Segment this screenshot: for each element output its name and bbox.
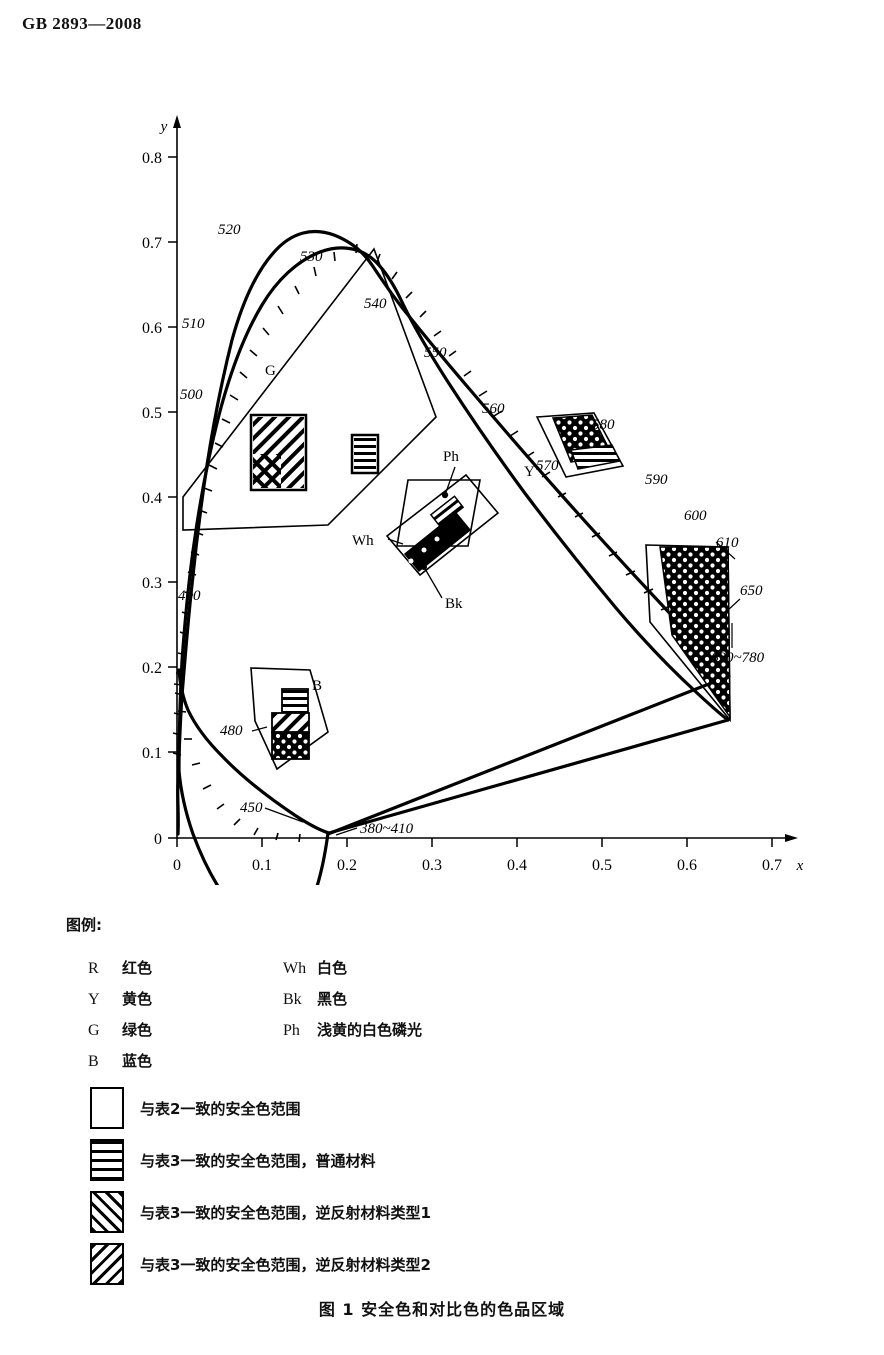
- wavelength-label-500: 500: [180, 387, 203, 403]
- locus-blue-arm: [177, 668, 331, 835]
- abbr-value: 黄色: [122, 990, 153, 1008]
- x-tick-label: 0: [173, 857, 181, 874]
- pattern-legend-list: 与表2一致的安全色范围 与表3一致的安全色范围，普通材料 与表3一致的安全色范围…: [90, 1082, 431, 1290]
- region-green: G: [182, 247, 437, 531]
- y-tick-label: 0.3: [142, 575, 162, 592]
- table-row: B 蓝色: [88, 1045, 548, 1076]
- x-tick-label: 0.7: [762, 857, 782, 874]
- wavelength-label-690-780: 690~780: [711, 650, 765, 666]
- abbr-key: R: [88, 960, 99, 977]
- region-red: R: [645, 544, 731, 723]
- table-row: R 红色 Wh 白色: [88, 952, 548, 983]
- abbr-key: B: [88, 1053, 99, 1070]
- purple-line: [328, 718, 729, 835]
- chromaticity-diagram: 0 0.1 0.2 0.3 0.4 0.5 0.6 0.7 0.8 0 0.1 …: [0, 95, 884, 885]
- abbr-key: Bk: [283, 991, 302, 1008]
- wavelength-label-490: 490: [178, 588, 201, 604]
- locus: [177, 246, 730, 773]
- region-label-b: B: [312, 678, 322, 694]
- locus-violet-arm: [177, 769, 330, 885]
- abbr-value: 黑色: [317, 990, 348, 1008]
- region-blue: B: [250, 667, 329, 771]
- abbr-value: 蓝色: [122, 1052, 153, 1070]
- region-yellow: Y: [524, 412, 625, 480]
- abbr-key: G: [88, 1022, 100, 1039]
- wavelength-label-550: 550: [424, 345, 447, 361]
- abbr-value: 红色: [122, 959, 153, 977]
- wavelength-label-650: 650: [740, 583, 763, 599]
- wavelength-label-570: 570: [536, 458, 559, 474]
- wavelength-leaders: [251, 541, 741, 836]
- region-label-g: G: [265, 363, 276, 379]
- wavelength-label-450: 450: [240, 800, 263, 816]
- y-tick-label: 0.8: [142, 150, 162, 167]
- x-tick-label: 0.2: [337, 857, 357, 874]
- standard-code-header: GB 2893—2008: [22, 14, 142, 33]
- wavelength-label-520: 520: [218, 222, 241, 238]
- abbr-key: Ph: [283, 1022, 300, 1039]
- table-row: G 绿色 Ph 浅黄的白色磷光: [88, 1014, 548, 1045]
- pattern-legend-text: 与表3一致的安全色范围，逆反射材料类型1: [140, 1203, 431, 1222]
- swatch-diagonal1-icon: [90, 1191, 124, 1233]
- wavelength-label-530: 530: [300, 249, 323, 265]
- abbr-key: Wh: [283, 960, 307, 977]
- figure-caption: 图 1 安全色和对比色的色品区域: [318, 1300, 566, 1319]
- region-label-ph: Ph: [443, 449, 459, 465]
- y-axis-tick-labels: 0 0.1 0.2 0.3 0.4 0.5 0.6 0.7 0.8: [142, 150, 162, 848]
- y-axis-name: y: [159, 119, 168, 135]
- y-tick-label: 0.7: [142, 235, 162, 252]
- wavelength-label-600: 600: [684, 508, 707, 524]
- x-tick-label: 0.3: [422, 857, 442, 874]
- swatch-diagonal2-icon: [90, 1243, 124, 1285]
- wavelength-label-590: 590: [645, 472, 668, 488]
- chart-svg: 0 0.1 0.2 0.3 0.4 0.5 0.6 0.7 0.8 0 0.1 …: [142, 115, 804, 885]
- wavelength-label-580: 580: [592, 417, 615, 433]
- list-item: 与表3一致的安全色范围，逆反射材料类型2: [90, 1238, 431, 1290]
- x-tick-label: 0.5: [592, 857, 612, 874]
- x-axis-name: x: [796, 858, 804, 874]
- wavelength-label-380-410: 380~410: [359, 821, 414, 837]
- x-tick-label: 0.6: [677, 857, 697, 874]
- region-phosphor: Ph: [396, 449, 481, 547]
- x-tick-label: 0.1: [252, 857, 272, 874]
- region-label-wh: Wh: [352, 533, 374, 549]
- wavelength-label-540: 540: [364, 296, 387, 312]
- wavelength-label-510: 510: [182, 316, 205, 332]
- pattern-legend-text: 与表3一致的安全色范围，普通材料: [140, 1151, 376, 1170]
- abbr-value: 浅黄的白色磷光: [317, 1021, 423, 1039]
- y-tick-label: 0.1: [142, 745, 162, 762]
- swatch-horizontal-icon: [90, 1139, 124, 1181]
- wavelength-label-610: 610: [716, 535, 739, 551]
- wavelength-label-560: 560: [482, 401, 505, 417]
- abbr-key: Y: [88, 991, 100, 1008]
- abbreviation-table: R 红色 Wh 白色 Y 黄色 Bk 黑色: [88, 952, 548, 1076]
- y-tick-label: 0.2: [142, 660, 162, 677]
- x-axis-ticks: [176, 838, 773, 847]
- abbr-value: 绿色: [122, 1021, 153, 1039]
- table-row: Y 黄色 Bk 黑色: [88, 983, 548, 1014]
- list-item: 与表2一致的安全色范围: [90, 1082, 431, 1134]
- y-tick-label: 0.6: [142, 320, 162, 337]
- y-tick-label: 0.4: [142, 490, 162, 507]
- x-axis-tick-labels: 0 0.1 0.2 0.3 0.4 0.5 0.6 0.7: [173, 857, 782, 874]
- y-axis-ticks: [168, 156, 177, 839]
- y-tick-label: 0: [154, 831, 162, 848]
- region-label-y: Y: [524, 464, 535, 480]
- region-white-black: Wh Bk: [352, 473, 500, 612]
- list-item: 与表3一致的安全色范围，逆反射材料类型1: [90, 1186, 431, 1238]
- legend-title: 图例:: [66, 916, 102, 934]
- pattern-legend-text: 与表2一致的安全色范围: [140, 1099, 301, 1118]
- abbr-value: 白色: [317, 959, 348, 977]
- y-tick-label: 0.5: [142, 405, 162, 422]
- pattern-legend-text: 与表3一致的安全色范围，逆反射材料类型2: [140, 1255, 431, 1274]
- list-item: 与表3一致的安全色范围，普通材料: [90, 1134, 431, 1186]
- x-tick-label: 0.4: [507, 857, 527, 874]
- wavelength-label-480: 480: [220, 723, 243, 739]
- region-label-bk: Bk: [445, 596, 463, 612]
- swatch-plain-icon: [90, 1087, 124, 1129]
